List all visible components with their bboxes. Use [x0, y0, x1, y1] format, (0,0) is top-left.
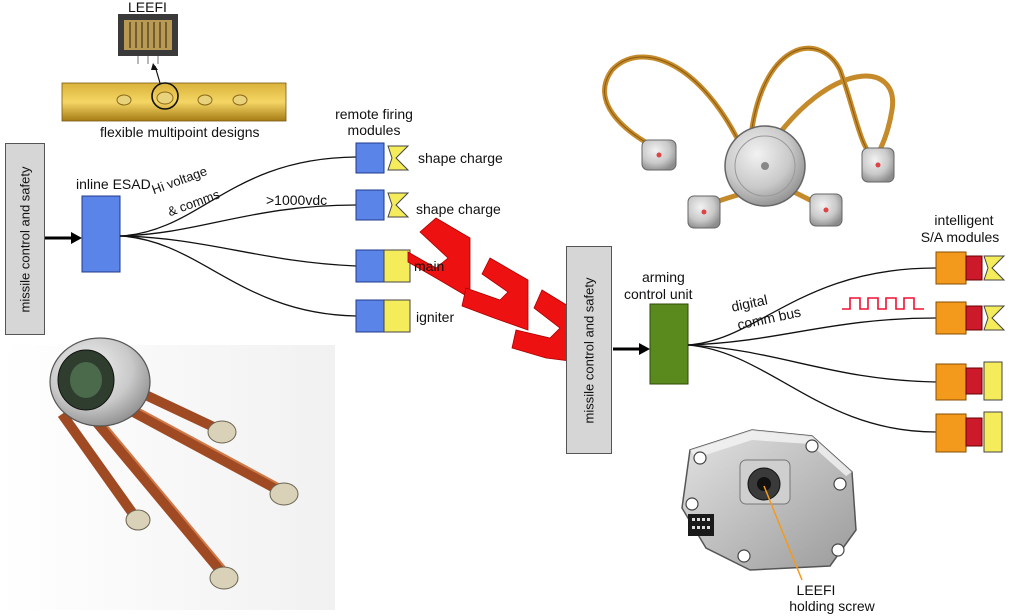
flex-harness-photo — [602, 45, 896, 229]
sa-module-4 — [935, 411, 1003, 453]
comm-bus-wires — [687, 267, 937, 433]
flexible-multipoint-label: flexible multipoint designs — [100, 124, 260, 140]
leefi-top-label: LEEFI — [128, 0, 167, 15]
inline-esad-label: inline ESAD — [76, 176, 151, 192]
modules-label: modules — [347, 122, 401, 138]
digital-pulse-wave — [842, 297, 924, 310]
sa-module-2 — [935, 301, 1006, 335]
ribbon-cable-render — [0, 337, 335, 610]
red-chevrons — [407, 217, 579, 363]
sa-module-1 — [935, 251, 1006, 285]
sa-modules-label: S/A modules — [920, 229, 1000, 245]
intelligent-label: intelligent — [934, 212, 994, 228]
igniter-label: igniter — [416, 309, 455, 325]
remote-firing-label: remote firing — [335, 106, 413, 122]
inline-esad-block — [81, 195, 121, 273]
firing-module-main — [355, 249, 411, 283]
missile-control-label-right: missile control and safety — [581, 277, 597, 423]
leefi-pointer-line — [763, 485, 803, 581]
main-label: main — [414, 258, 445, 274]
missile-control-label-left: missile control and safety — [17, 166, 33, 312]
flex-strip-photo — [61, 63, 287, 122]
firing-module-shape-charge-2 — [355, 189, 410, 221]
firing-module-shape-charge-1 — [355, 142, 410, 174]
arrow-head-arming — [639, 343, 650, 355]
shape-charge-label-2: shape charge — [416, 201, 501, 217]
arming-control-unit-block — [649, 303, 689, 385]
missile-control-box-left: missile control and safety — [5, 143, 45, 335]
arming-label: arming — [642, 269, 685, 285]
vdc-label: >1000vdc — [266, 192, 328, 208]
control-unit-label: control unit — [624, 286, 693, 302]
shape-charge-label-1: shape charge — [418, 150, 503, 166]
esad-wires — [119, 156, 357, 317]
arrow-head-esad — [71, 232, 82, 244]
missile-control-box-right: missile control and safety — [566, 246, 612, 454]
firing-module-igniter — [355, 299, 411, 333]
leefi-bottom-label: LEEFI — [796, 582, 836, 598]
holding-screw-label: holding screw — [789, 598, 875, 614]
leefi-photo — [118, 14, 178, 64]
sa-block-photo — [681, 429, 857, 581]
sa-module-3 — [935, 361, 1003, 401]
